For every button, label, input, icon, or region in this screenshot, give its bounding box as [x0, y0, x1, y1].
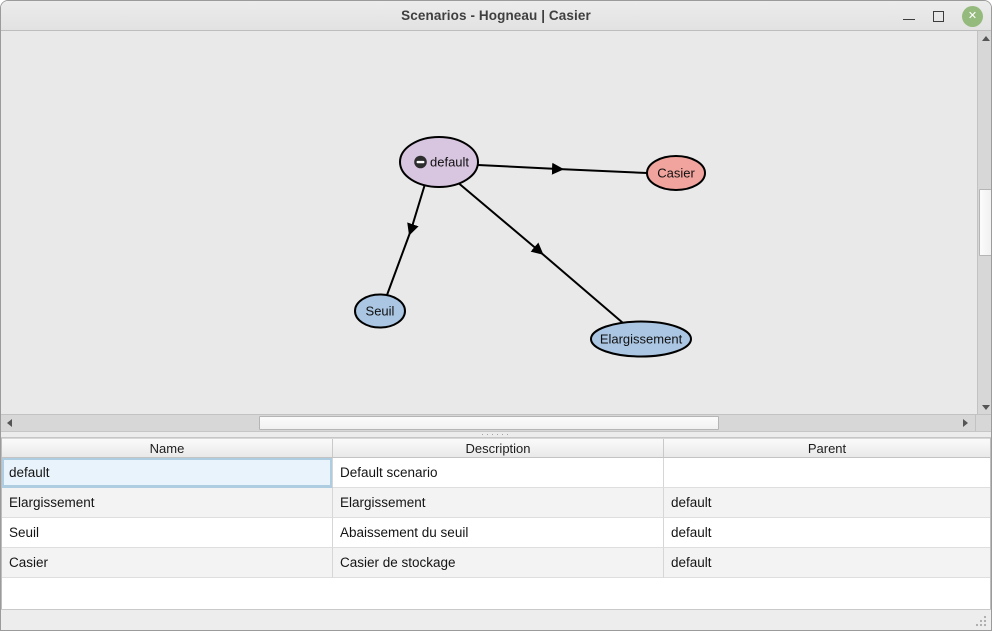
cell-parent-elargissement[interactable]: default: [664, 488, 990, 518]
cell-name-seuil[interactable]: Seuil: [2, 518, 333, 548]
vertical-scrollbar[interactable]: [977, 31, 991, 414]
scrollbar-corner: [975, 415, 991, 431]
window-title: Scenarios - Hogneau | Casier: [401, 8, 591, 23]
minimize-button[interactable]: [903, 10, 915, 22]
table-row: Elargissement Elargissement default: [2, 488, 990, 518]
close-button[interactable]: ✕: [962, 5, 983, 27]
maximize-button[interactable]: [933, 10, 944, 22]
node-label-elargissement: Elargissement: [600, 332, 683, 347]
graph-node-default[interactable]: default: [399, 136, 479, 188]
column-header-description[interactable]: Description: [333, 439, 664, 457]
scroll-up-button[interactable]: [978, 31, 991, 45]
cell-description-seuil[interactable]: Abaissement du seuil: [333, 518, 664, 548]
cell-name-casier[interactable]: Casier: [2, 548, 333, 578]
cell-parent-seuil[interactable]: default: [664, 518, 990, 548]
column-header-name[interactable]: Name: [2, 439, 333, 457]
arrow-down-icon: [981, 404, 990, 410]
cell-name-default[interactable]: default: [2, 458, 333, 488]
scroll-right-button[interactable]: [958, 415, 972, 431]
close-icon: ✕: [967, 9, 978, 22]
graph-node-seuil[interactable]: Seuil: [354, 293, 406, 329]
edge-default-elargissement: [455, 180, 624, 324]
minus-circle-icon: [414, 155, 427, 169]
graph-pane: default Casier Seuil Elargissement: [1, 31, 991, 414]
cell-parent-casier[interactable]: default: [664, 548, 990, 578]
table-header-row: Name Description Parent: [2, 438, 990, 458]
splitter-grip-icon: ······: [481, 428, 511, 439]
node-label-casier: Casier: [657, 166, 695, 181]
status-bar: [1, 609, 991, 630]
scroll-down-button[interactable]: [978, 400, 991, 414]
cell-description-casier[interactable]: Casier de stockage: [333, 548, 664, 578]
scenarios-table: Name Description Parent default Default …: [1, 438, 991, 609]
table-row: Seuil Abaissement du seuil default: [2, 518, 990, 548]
arrow-up-icon: [981, 35, 990, 41]
cell-parent-default[interactable]: [664, 458, 990, 488]
horizontal-scrollbar-row: [1, 414, 991, 431]
scenario-graph-canvas[interactable]: default Casier Seuil Elargissement: [1, 31, 977, 414]
resize-grip-icon[interactable]: [973, 613, 988, 628]
horizontal-scrollbar-thumb[interactable]: [259, 416, 719, 430]
table-empty-area: [2, 578, 990, 609]
edge-default-seuil: [386, 183, 426, 296]
window-controls: ✕: [903, 1, 983, 31]
scroll-left-button[interactable]: [2, 415, 16, 431]
arrow-right-icon: [962, 419, 968, 427]
table-row: default Default scenario: [2, 458, 990, 488]
titlebar: Scenarios - Hogneau | Casier ✕: [1, 1, 991, 31]
node-label-seuil: Seuil: [366, 304, 395, 319]
vertical-scrollbar-thumb[interactable]: [979, 189, 991, 256]
horizontal-scrollbar[interactable]: [1, 415, 975, 431]
node-label-default: default: [430, 155, 469, 170]
cell-description-default[interactable]: Default scenario: [333, 458, 664, 488]
graph-node-casier[interactable]: Casier: [646, 155, 706, 191]
cell-description-elargissement[interactable]: Elargissement: [333, 488, 664, 518]
pane-splitter[interactable]: ······: [1, 428, 991, 439]
table-row: Casier Casier de stockage default: [2, 548, 990, 578]
cell-name-elargissement[interactable]: Elargissement: [2, 488, 333, 518]
edge-default-casier: [477, 162, 648, 175]
column-header-parent[interactable]: Parent: [807, 440, 847, 456]
graph-node-elargissement[interactable]: Elargissement: [590, 320, 692, 358]
arrow-left-icon: [6, 419, 12, 427]
